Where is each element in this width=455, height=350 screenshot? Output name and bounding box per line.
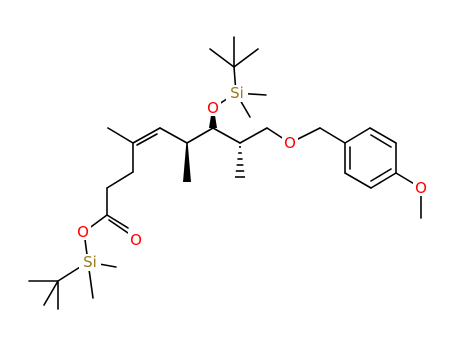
bond-c-otbs-c-left	[186, 127, 214, 144]
bond-benzyl-ring	[319, 127, 346, 144]
bond-carbonyl-double-a	[106, 214, 129, 229]
bond-c-methyl-left-alkene	[159, 127, 188, 144]
atom-o-ester: O	[75, 223, 91, 241]
bond-tbu-top-methyl-c	[233, 48, 259, 68]
bond-tbu-top-methyl-a	[209, 48, 235, 68]
bond-alkene-double-inner	[136, 133, 158, 146]
atom-o-carbonyl: O	[128, 231, 144, 249]
bond-alkene-double-outer	[132, 127, 161, 144]
atom-o-ether: O	[282, 134, 298, 152]
svg-text:O: O	[207, 99, 219, 117]
bond-carbonyl-double-b	[108, 219, 129, 234]
atom-si-bottom: Si	[79, 253, 101, 271]
aromatic-ring	[344, 127, 397, 189]
bond-ch2-ch2	[106, 171, 134, 189]
atom-o-methoxy: O	[413, 179, 429, 197]
wedge-bond-methyl-left	[183, 143, 191, 182]
svg-text:O: O	[130, 231, 142, 249]
svg-text:Si: Si	[230, 84, 244, 102]
atom-si-top: Si	[226, 84, 248, 102]
hash-bond-methyl-right	[235, 146, 245, 178]
wedge-bond-o-top	[209, 107, 217, 128]
svg-text:O: O	[415, 179, 427, 197]
bond-c-methyl-ch2o	[239, 127, 268, 144]
bond-c-otbs-c-right	[212, 127, 241, 144]
svg-text:Si: Si	[83, 253, 97, 271]
atom-o-top: O	[205, 99, 221, 117]
bond-tbu-bottom-methyl-c	[43, 280, 59, 306]
svg-text:O: O	[284, 134, 296, 152]
bond-alkene-methyl	[107, 127, 134, 144]
svg-text:O: O	[77, 223, 89, 241]
